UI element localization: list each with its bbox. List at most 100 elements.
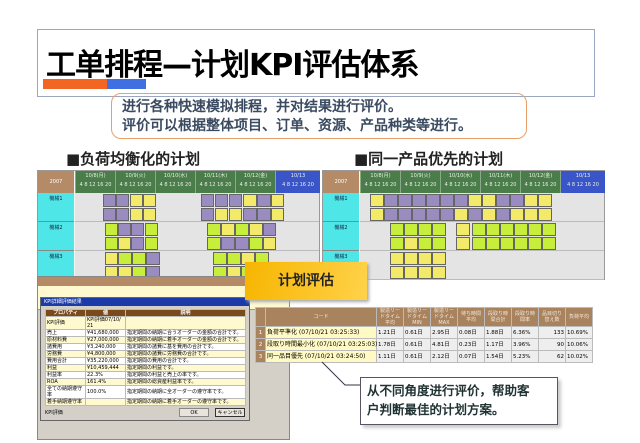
operation-block[interactable] [263, 237, 276, 250]
operation-block[interactable] [201, 208, 214, 221]
operation-block[interactable] [116, 208, 129, 221]
operation-block[interactable] [426, 194, 440, 207]
operation-block[interactable] [145, 237, 158, 250]
operation-block[interactable] [235, 237, 249, 250]
tab-kpi[interactable]: KPI評価 [45, 410, 63, 416]
operation-block[interactable] [249, 237, 263, 250]
operation-block[interactable] [143, 208, 156, 221]
operation-block[interactable] [130, 208, 143, 221]
operation-block[interactable] [472, 223, 486, 236]
operation-block[interactable] [500, 237, 514, 250]
operation-block[interactable] [390, 266, 404, 279]
operation-block[interactable] [103, 194, 116, 207]
operation-block[interactable] [130, 194, 143, 207]
operation-block[interactable] [227, 252, 241, 265]
operation-block[interactable] [249, 223, 263, 236]
operation-block[interactable] [418, 266, 432, 279]
ok-button[interactable]: OK [179, 408, 209, 417]
operation-block[interactable] [482, 208, 496, 221]
operation-block[interactable] [528, 237, 542, 250]
operation-block[interactable] [146, 252, 160, 265]
operation-block[interactable] [390, 223, 404, 236]
operation-block[interactable] [538, 208, 552, 221]
operation-block[interactable] [201, 194, 214, 207]
operation-block[interactable] [116, 194, 129, 207]
operation-block[interactable] [432, 252, 446, 265]
operation-block[interactable] [384, 208, 398, 221]
operation-block[interactable] [496, 208, 510, 221]
operation-block[interactable] [468, 208, 482, 221]
operation-block[interactable] [542, 223, 556, 236]
operation-block[interactable] [215, 208, 228, 221]
operation-block[interactable] [229, 208, 242, 221]
operation-block[interactable] [243, 194, 257, 207]
operation-block[interactable] [221, 223, 235, 236]
table-row[interactable]: 着手納期遵守率指定期間の納期に着手オーダーの遵守率です。 [45, 398, 246, 406]
operation-block[interactable] [105, 237, 118, 250]
operation-block[interactable] [514, 223, 528, 236]
operation-block[interactable] [132, 252, 146, 265]
operation-block[interactable] [440, 194, 454, 207]
operation-block[interactable] [257, 194, 271, 207]
operation-block[interactable] [213, 252, 227, 265]
operation-block[interactable] [143, 194, 156, 207]
operation-block[interactable] [426, 208, 440, 221]
operation-block[interactable] [243, 208, 257, 221]
operation-block[interactable] [524, 194, 538, 207]
operation-block[interactable] [103, 208, 116, 221]
operation-block[interactable] [500, 223, 514, 236]
operation-block[interactable] [486, 237, 500, 250]
operation-block[interactable] [440, 208, 454, 221]
operation-block[interactable] [482, 194, 496, 207]
operation-block[interactable] [118, 252, 132, 265]
operation-block[interactable] [118, 223, 131, 236]
operation-block[interactable] [418, 252, 432, 265]
cancel-button[interactable]: キャンセル [215, 408, 245, 417]
operation-block[interactable] [404, 266, 418, 279]
operation-block[interactable] [404, 237, 418, 250]
operation-block[interactable] [390, 252, 404, 265]
operation-block[interactable] [538, 194, 552, 207]
operation-block[interactable] [131, 223, 144, 236]
operation-block[interactable] [131, 237, 144, 250]
operation-block[interactable] [418, 237, 432, 250]
operation-block[interactable] [370, 208, 384, 221]
operation-block[interactable] [118, 237, 131, 250]
operation-block[interactable] [418, 223, 432, 236]
operation-block[interactable] [412, 208, 426, 221]
operation-block[interactable] [496, 194, 510, 207]
operation-block[interactable] [145, 223, 158, 236]
operation-block[interactable] [542, 237, 556, 250]
operation-block[interactable] [468, 194, 482, 207]
operation-block[interactable] [510, 194, 524, 207]
operation-block[interactable] [456, 237, 470, 250]
operation-block[interactable] [412, 194, 426, 207]
operation-block[interactable] [398, 194, 412, 207]
operation-block[interactable] [271, 208, 284, 221]
operation-block[interactable] [215, 194, 228, 207]
operation-block[interactable] [510, 208, 524, 221]
operation-block[interactable] [105, 252, 118, 265]
operation-block[interactable] [404, 252, 418, 265]
operation-block[interactable] [432, 266, 446, 279]
operation-block[interactable] [229, 194, 242, 207]
operation-block[interactable] [235, 223, 249, 236]
operation-block[interactable] [370, 194, 384, 207]
operation-block[interactable] [207, 223, 221, 236]
operation-block[interactable] [257, 208, 271, 221]
operation-block[interactable] [514, 237, 528, 250]
operation-block[interactable] [454, 194, 468, 207]
operation-block[interactable] [528, 223, 542, 236]
operation-block[interactable] [472, 237, 486, 250]
operation-block[interactable] [486, 223, 500, 236]
operation-block[interactable] [404, 223, 418, 236]
operation-block[interactable] [271, 194, 284, 207]
operation-block[interactable] [456, 223, 470, 236]
operation-block[interactable] [263, 223, 276, 236]
operation-block[interactable] [432, 223, 446, 236]
